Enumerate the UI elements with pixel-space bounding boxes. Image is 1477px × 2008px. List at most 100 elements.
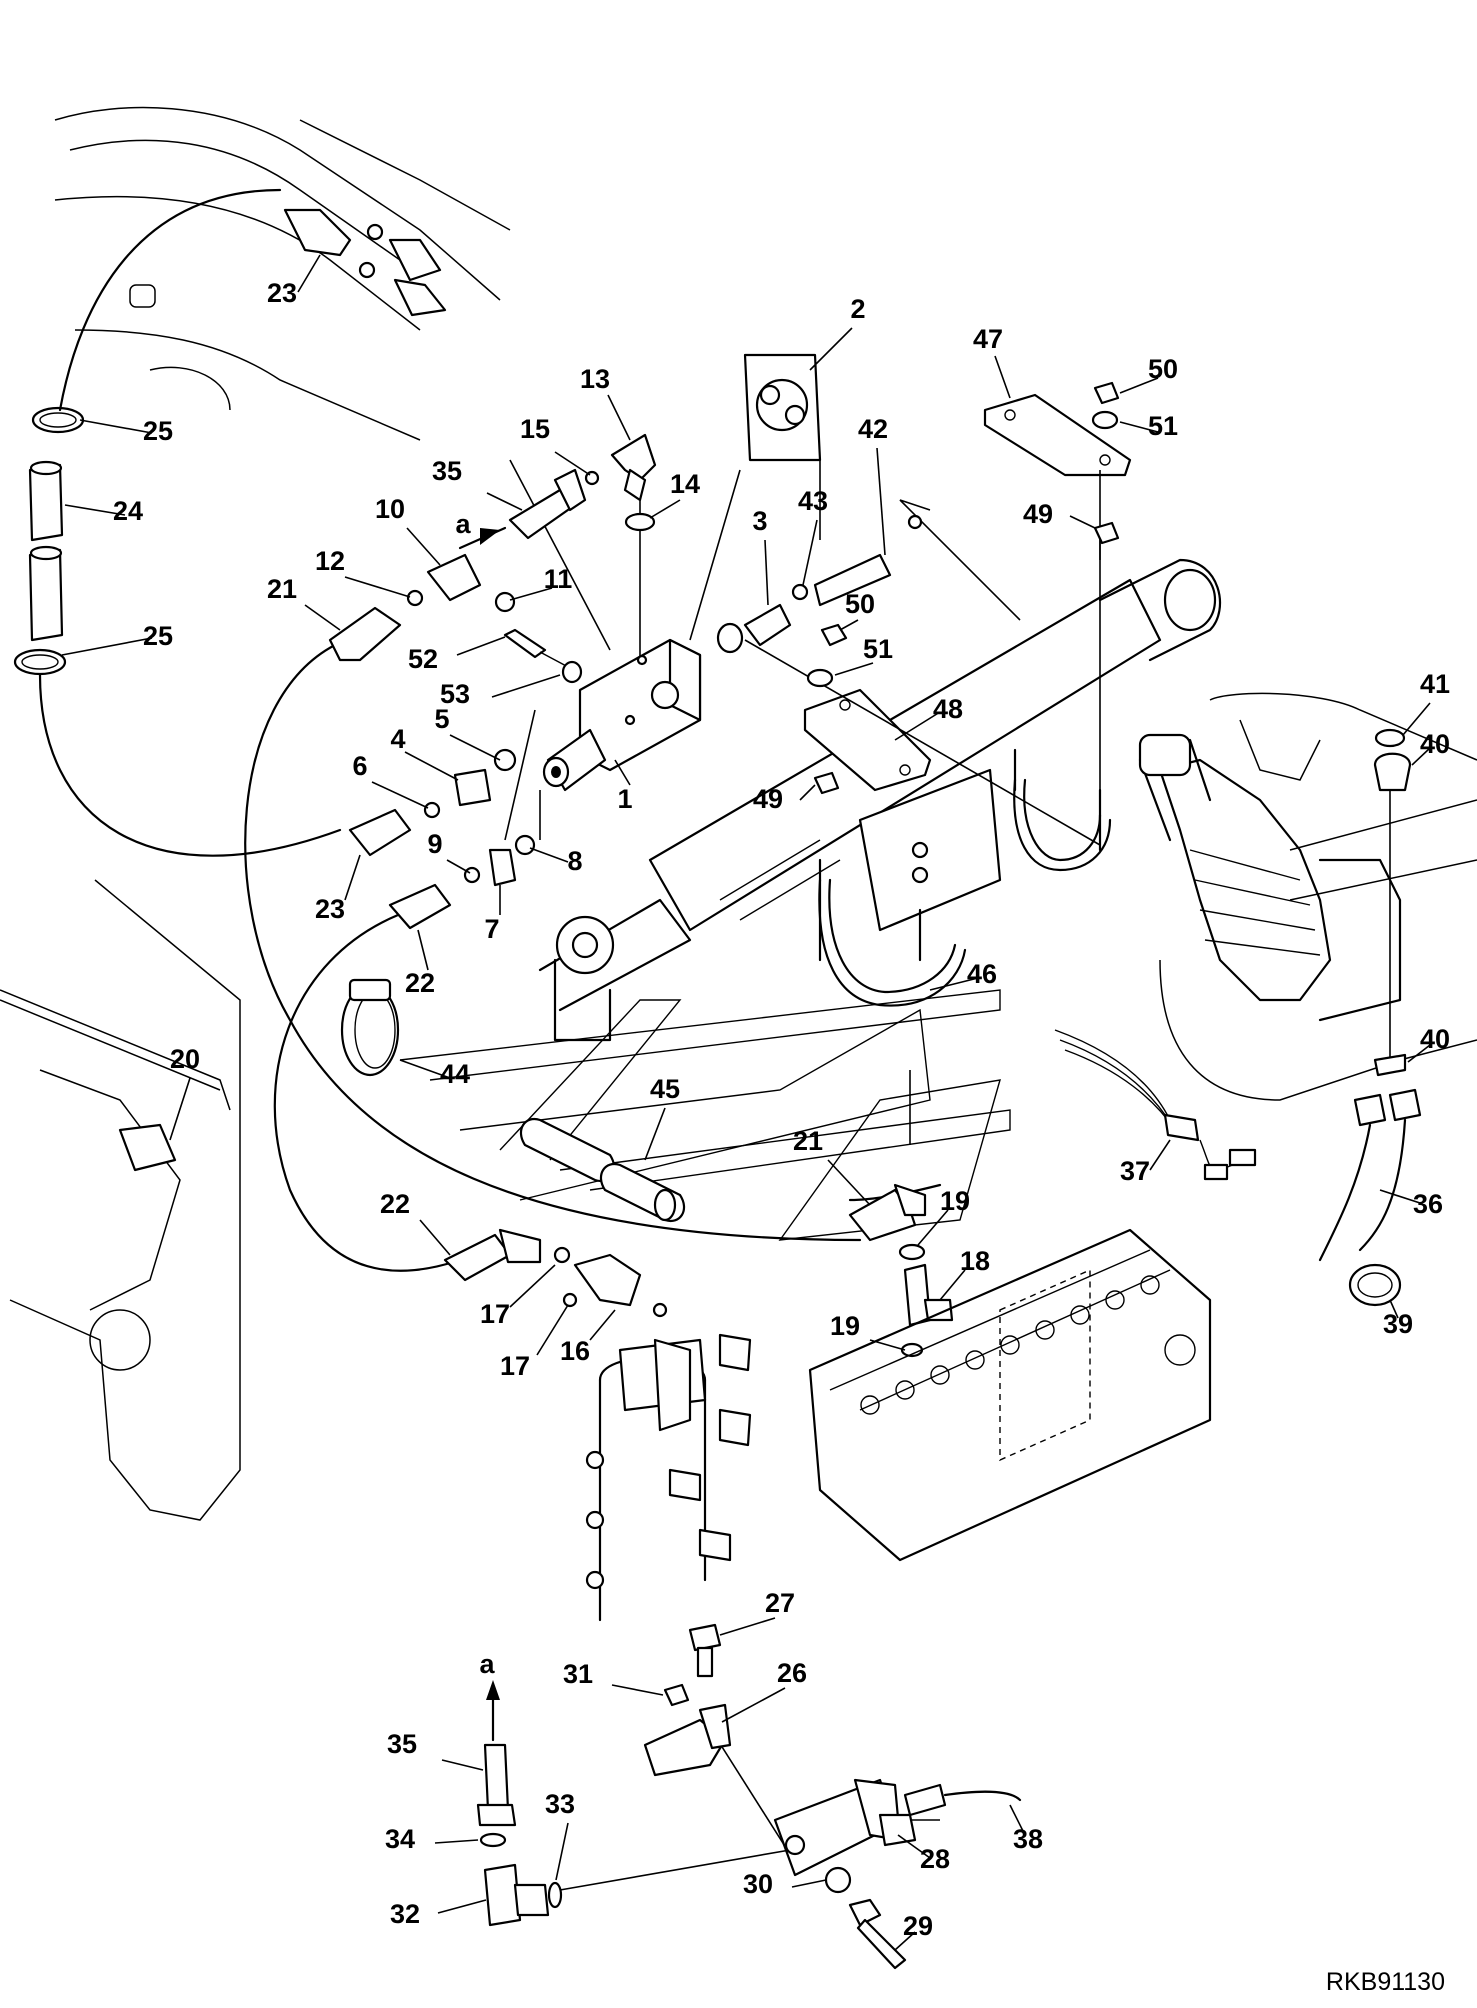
callout-number: 47 bbox=[973, 324, 1003, 354]
callout-leader bbox=[61, 637, 153, 656]
callout-leader bbox=[536, 1304, 569, 1356]
callout-leader bbox=[1149, 1139, 1171, 1171]
hose-sleeve-24 bbox=[28, 460, 64, 642]
callout-aTop: a bbox=[455, 509, 471, 539]
callout-leader bbox=[554, 451, 591, 476]
wiring-harness bbox=[1054, 728, 1422, 1307]
callout-11: 11 bbox=[509, 564, 573, 601]
callout-43: 43 bbox=[798, 486, 828, 586]
callout-leader bbox=[834, 662, 874, 676]
callout-38: 38 bbox=[1009, 1804, 1043, 1854]
callout-number: 36 bbox=[1413, 1189, 1443, 1219]
callout-leader bbox=[456, 636, 506, 656]
callout-23b: 23 bbox=[315, 854, 361, 924]
callout-leader bbox=[611, 1684, 664, 1696]
callout-25b: 25 bbox=[61, 621, 173, 656]
callout-24: 24 bbox=[64, 496, 143, 526]
callout-number: 42 bbox=[858, 414, 888, 444]
callout-number: 3 bbox=[752, 506, 767, 536]
callout-number: 29 bbox=[903, 1911, 933, 1941]
callout-number: 35 bbox=[432, 456, 462, 486]
callout-leader bbox=[869, 1339, 906, 1351]
hose-clamp-44 bbox=[340, 978, 400, 1077]
callout-2: 2 bbox=[809, 294, 866, 371]
callout-number: 12 bbox=[315, 546, 345, 576]
callout-number: 50 bbox=[845, 589, 875, 619]
callout-34: 34 bbox=[385, 1824, 479, 1854]
callout-leader bbox=[399, 1059, 451, 1079]
hose-routing-lines bbox=[38, 188, 942, 1272]
callout-leader bbox=[529, 847, 569, 863]
callout-number: 39 bbox=[1383, 1309, 1413, 1339]
callout-7: 7 bbox=[484, 885, 501, 944]
callout-8: 8 bbox=[529, 846, 583, 876]
callout-leader bbox=[64, 504, 126, 516]
callout-number: 17 bbox=[480, 1299, 510, 1329]
callout-number: 51 bbox=[1148, 411, 1178, 441]
joystick-assembly bbox=[1138, 733, 1402, 1022]
callout-26: 26 bbox=[721, 1658, 807, 1723]
callout-number: 44 bbox=[440, 1059, 470, 1089]
callout-29: 29 bbox=[894, 1911, 933, 1951]
callout-number: 40 bbox=[1420, 729, 1450, 759]
callout-14: 14 bbox=[649, 469, 700, 519]
callout-leader bbox=[446, 859, 471, 874]
callout-33: 33 bbox=[545, 1789, 575, 1881]
callout-leader bbox=[994, 355, 1011, 399]
callout-number: 23 bbox=[315, 894, 345, 924]
callout-number: a bbox=[455, 509, 471, 539]
callout-leader bbox=[371, 781, 429, 809]
fittings-and-seals bbox=[118, 208, 1120, 1358]
callout-leader bbox=[169, 1077, 191, 1141]
callout-leader bbox=[417, 929, 429, 971]
callout-leader bbox=[434, 1839, 479, 1844]
callout-number: 49 bbox=[1023, 499, 1053, 529]
callout-20: 20 bbox=[169, 1044, 200, 1141]
callout-leader bbox=[802, 519, 818, 586]
callout-49a: 49 bbox=[1023, 499, 1096, 529]
callout-leader bbox=[1402, 702, 1431, 736]
callout-number: 35 bbox=[387, 1729, 417, 1759]
seal-kit-2 bbox=[743, 353, 822, 462]
callout-13: 13 bbox=[580, 364, 631, 441]
callout-leader bbox=[406, 527, 441, 566]
callout-number: 9 bbox=[427, 829, 442, 859]
callout-leader bbox=[344, 576, 411, 598]
callout-leader bbox=[441, 1759, 484, 1771]
callout-number: a bbox=[479, 1649, 495, 1679]
callout-aBottom: a bbox=[479, 1649, 495, 1679]
hydraulic-cylinder bbox=[538, 558, 1222, 1042]
callout-number: 11 bbox=[544, 564, 573, 594]
callout-leader bbox=[839, 619, 859, 631]
callout-leader bbox=[809, 327, 853, 371]
callout-46: 46 bbox=[929, 959, 997, 991]
callout-17a: 17 bbox=[480, 1264, 556, 1329]
callout-27: 27 bbox=[719, 1588, 795, 1636]
callout-leader bbox=[304, 604, 341, 631]
callout-number: 25 bbox=[143, 621, 173, 651]
callout-42: 42 bbox=[858, 414, 888, 556]
callout-number: 6 bbox=[352, 751, 367, 781]
callout-leader bbox=[1411, 747, 1431, 766]
callout-leader bbox=[509, 1264, 556, 1308]
callout-35a: 35 bbox=[432, 456, 523, 511]
callout-number: 31 bbox=[563, 1659, 593, 1689]
callout-17b: 17 bbox=[500, 1304, 569, 1381]
callout-number: 14 bbox=[670, 469, 700, 499]
callout-19a: 19 bbox=[917, 1186, 970, 1246]
callout-number: 40 bbox=[1420, 1024, 1450, 1054]
callout-number: 7 bbox=[484, 914, 499, 944]
callout-leader bbox=[894, 1931, 916, 1951]
callout-number: 46 bbox=[967, 959, 997, 989]
callout-9: 9 bbox=[427, 829, 471, 874]
callout-51a: 51 bbox=[1119, 411, 1178, 441]
callout-36: 36 bbox=[1379, 1189, 1443, 1219]
callout-leader bbox=[764, 539, 769, 606]
callout-leader bbox=[1009, 1804, 1026, 1836]
drawing-reference-code: RKB91130 bbox=[1326, 1968, 1445, 1996]
callout-number: 48 bbox=[933, 694, 963, 724]
callout-51b: 51 bbox=[834, 634, 893, 676]
callout-number: 10 bbox=[375, 494, 405, 524]
